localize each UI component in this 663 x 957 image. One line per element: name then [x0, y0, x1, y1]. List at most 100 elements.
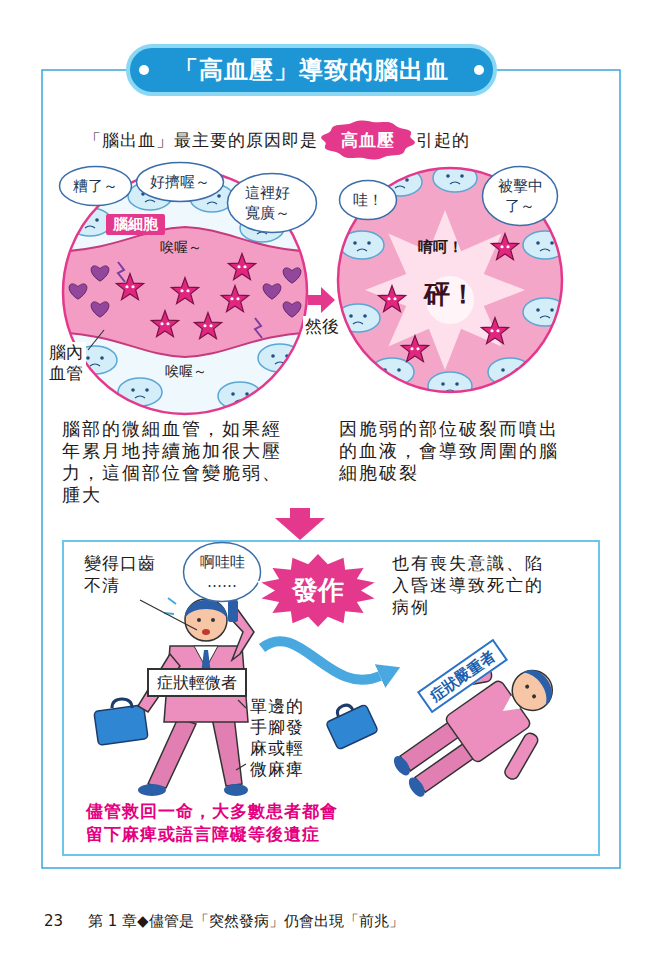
severe-patient-figure: [504, 663, 560, 719]
severity-tag: 症狀嚴重者: [416, 639, 507, 714]
speech-bubble: 被擊中了～: [481, 165, 559, 227]
speech-bubble-text: 哇！: [353, 190, 383, 210]
term-tag: 腦細胞: [106, 214, 165, 235]
bubble-outline: [340, 181, 397, 220]
speech-bubble-shape: [226, 172, 318, 234]
running-footer: 第 1 章◆儘管是「突然發病」仍會出現「前兆」: [88, 912, 404, 931]
severe-patient-figure: [522, 663, 558, 705]
dropped-briefcase: [335, 703, 353, 717]
vessel-scene-before: [69, 284, 87, 299]
mild-patient-figure: [185, 600, 227, 618]
mild-patient-figure: [185, 599, 227, 641]
page-number: 23: [44, 912, 63, 931]
speech-bubble: 這裡好寬廣～: [226, 172, 308, 234]
scene-outline: [63, 170, 307, 414]
flow-arrow: [308, 295, 321, 305]
part-label: 腦內血管: [48, 342, 86, 384]
symptom-note: 也有喪失意識、陷入昏迷導致死亡的病例: [392, 552, 558, 618]
mild-patient-figure: [138, 784, 166, 796]
bubble-outline: [483, 167, 558, 226]
progression-arrow: [262, 641, 380, 680]
vessel-scene-after: [378, 286, 405, 312]
rupture-burst: [365, 210, 525, 370]
speech-bubble-shape: [481, 165, 559, 227]
speech-bubble-text: 好擠喔～: [150, 172, 210, 192]
symptom-note: 變得口齒不清: [84, 552, 158, 596]
sound-text: 唉喔～: [160, 238, 202, 256]
vessel-scene-after: [401, 336, 428, 362]
severe-patient-figure: [367, 626, 585, 833]
bubble-outline: [59, 167, 131, 206]
mild-patient-figure: [94, 705, 148, 746]
vessel-scene-before: [91, 266, 109, 281]
title-dot: [139, 65, 149, 75]
blob-outline: [321, 120, 415, 159]
symptom-note: 單邊的手腳發麻或輕微麻痺: [250, 696, 308, 780]
title-banner: 「高血壓」導致的腦出血: [126, 44, 497, 96]
connector-group: [308, 300, 321, 301]
mild-patient-figure: [228, 600, 238, 622]
sound-text: 唉喔～: [165, 362, 207, 380]
speech-bubble: 好擠喔～: [135, 161, 225, 203]
severity-tag: 症狀輕微者: [147, 668, 247, 697]
connector-group: [300, 508, 301, 518]
edge-label: 然後: [303, 316, 341, 337]
bubble-outline: [228, 174, 317, 233]
mild-patient-figure: [94, 598, 254, 796]
mild-patient-figure: [197, 618, 201, 622]
severe-patient-figure: [524, 684, 530, 690]
attack-starburst-text: 發作: [292, 575, 344, 606]
mild-patient-figure: [164, 598, 176, 614]
scene-circle-text: 腦部的微細血管，如果經年累月地持續施加很大壓力，這個部位會變脆弱、腫大: [62, 418, 294, 506]
speech-bubble-text: 啊哇哇……: [197, 552, 247, 592]
speech-bubble-text: 這裡好寬廣～: [241, 183, 293, 223]
vessel-scene-before: [221, 286, 248, 312]
vessel-scene-before: [194, 313, 221, 339]
subtitle-text: 「腦出血」最主要的原因即是: [84, 130, 318, 151]
mild-patient-figure: [202, 629, 210, 635]
severe-patient-figure: [391, 753, 413, 778]
vessel-scene-after: [428, 372, 472, 400]
speech-bubble-shape: [182, 541, 262, 603]
strain-mark: [118, 262, 262, 338]
vessel-scene-after: [370, 358, 414, 386]
severity-tag-text: 症狀輕微者: [157, 672, 237, 693]
vessel-scene-before: [151, 311, 178, 337]
vessel-scene-after: [481, 318, 508, 344]
severe-patient-figure: [531, 694, 537, 700]
speech-bubble: 哇！: [338, 179, 398, 221]
vessel-scene-after: [491, 234, 518, 260]
subtitle-text: 引起的: [416, 130, 470, 151]
dropped-briefcase: [322, 697, 378, 750]
vessel-scene-before: [263, 284, 281, 299]
leader-line: [236, 700, 246, 770]
attack-starburst: 發作: [274, 563, 362, 618]
vessel-scene-before: [118, 378, 162, 406]
key-term-blob-text: 高血壓: [341, 129, 395, 151]
severe-patient-figure: [406, 775, 428, 800]
vessel-scene-after: [336, 164, 567, 400]
leader-line: [140, 600, 197, 630]
impact-text: 砰！: [424, 278, 476, 311]
speech-bubble-text: 糟了～: [73, 176, 118, 196]
key-term-blob: 高血壓: [325, 122, 411, 158]
mild-patient-figure: [148, 718, 196, 788]
dropped-briefcase: [326, 704, 379, 750]
mild-patient-figure: [112, 699, 132, 708]
leader-line: [88, 330, 104, 350]
speech-bubble: 啊哇哇……: [182, 541, 262, 603]
scene-circle-text: 因脆弱的部位破裂而噴出的血液，會導致周圍的腦細胞破裂: [339, 418, 563, 484]
scene-circle: 因脆弱的部位破裂而噴出的血液，會導致周圍的腦細胞破裂 哇！ 被擊中了～: [335, 168, 565, 486]
bubble-outline: [137, 163, 224, 202]
title-dot: [474, 65, 484, 75]
vessel-scene-before: [91, 302, 109, 317]
severity-tag-text: 症狀嚴重者: [426, 646, 499, 705]
vessel-scene-before: [171, 278, 198, 304]
vessel-scene-before: [218, 382, 262, 410]
mild-patient-figure: [211, 618, 215, 622]
term-tag-text: 腦細胞: [113, 215, 158, 234]
blood-vessel: [55, 227, 315, 357]
flow-arrow: [290, 508, 310, 518]
vessel-scene-before: [228, 254, 255, 280]
